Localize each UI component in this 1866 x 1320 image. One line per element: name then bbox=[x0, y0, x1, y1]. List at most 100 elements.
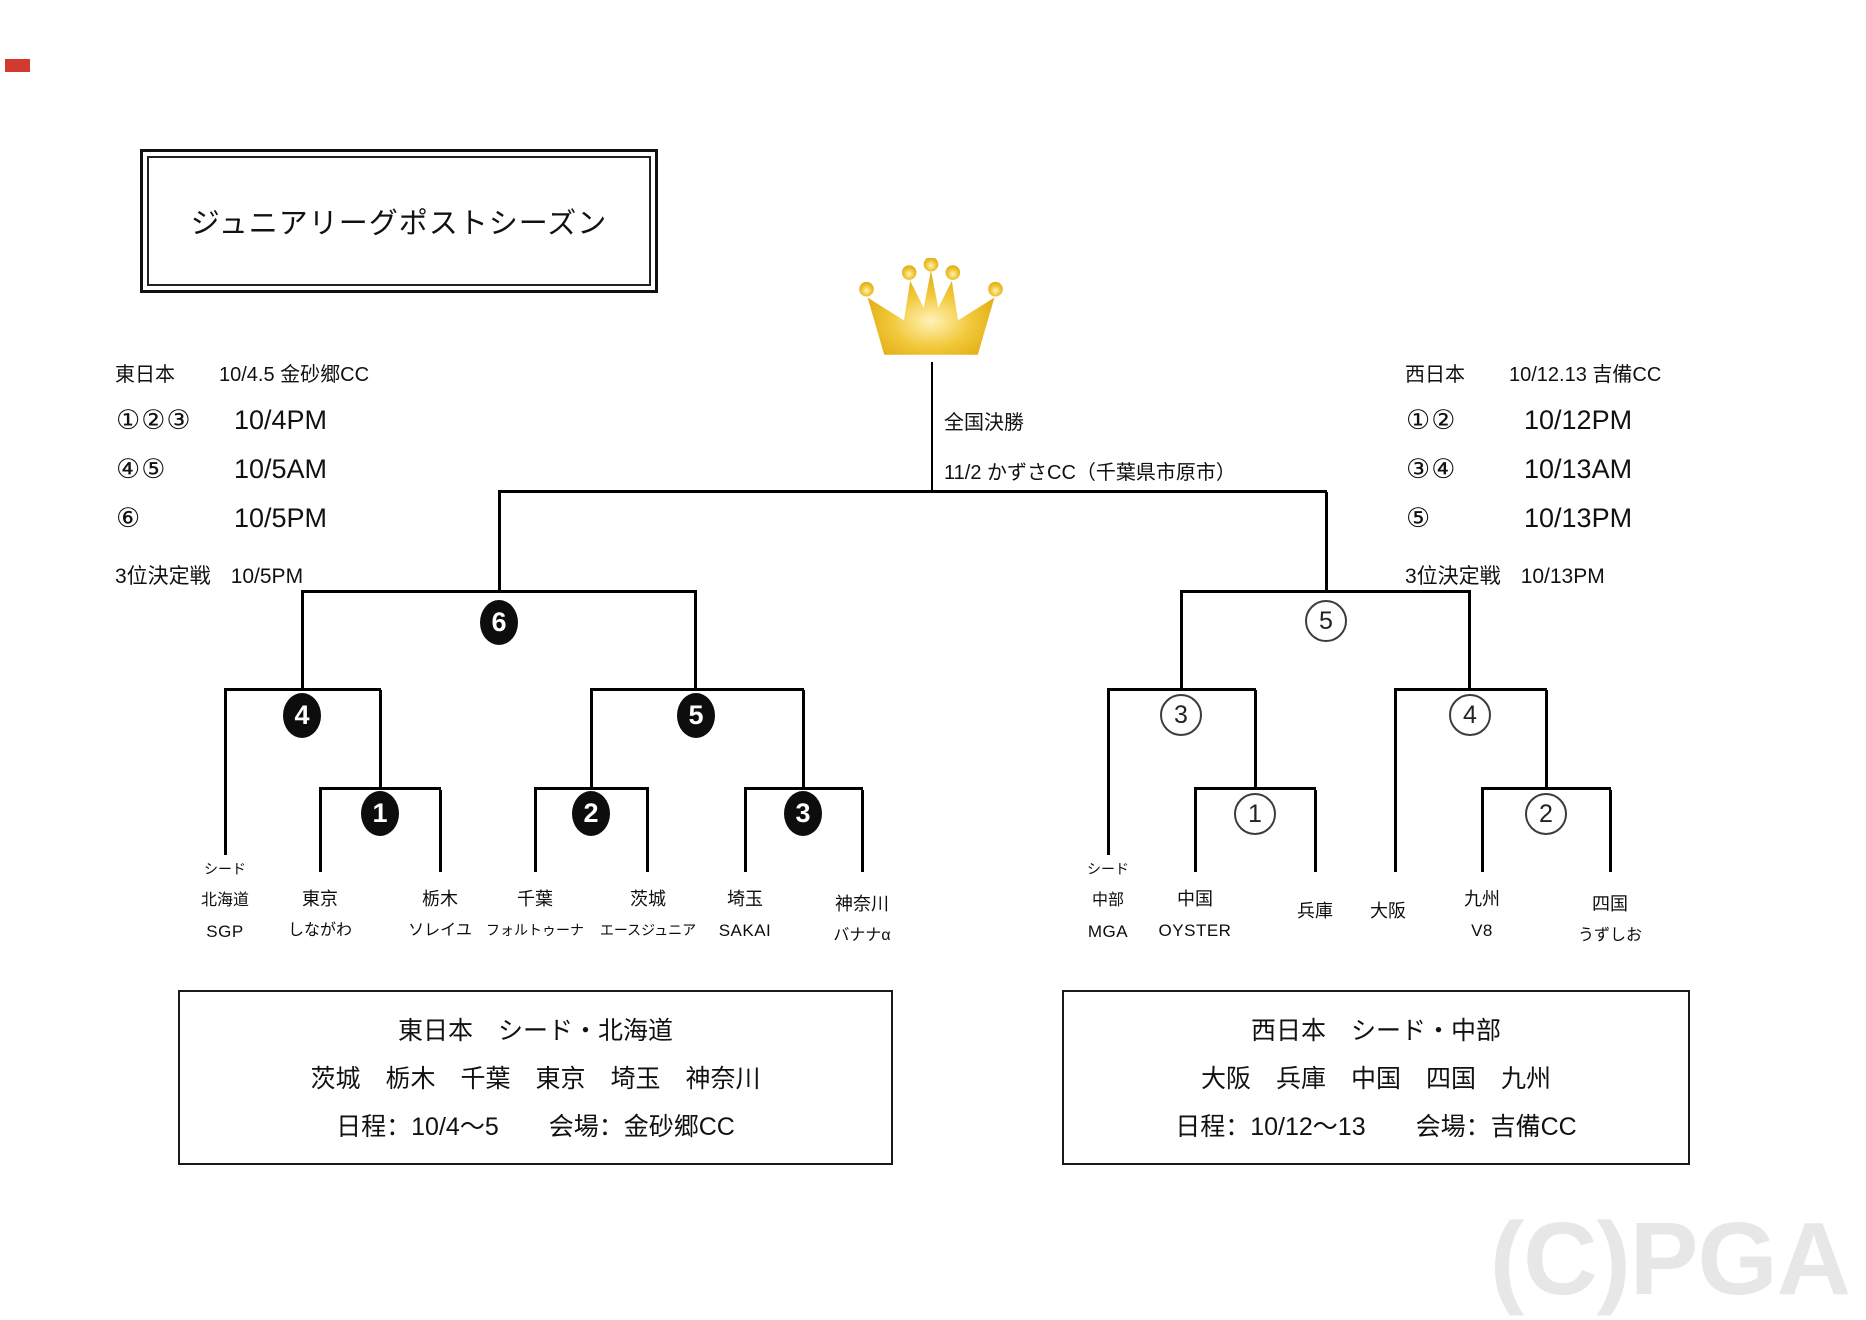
west-match-badge-2: 2 bbox=[1525, 793, 1567, 835]
east-match-badge-1: 1 bbox=[361, 791, 399, 836]
match-time: 10/4PM bbox=[234, 405, 328, 435]
east-info-line2: 茨城 栃木 千葉 東京 埼玉 神奈川 bbox=[310, 1065, 761, 1093]
east-header: 東日本 10/4.5 金砂郷CC bbox=[115, 358, 369, 387]
team-west-shikoku: 四国 うずしお bbox=[1535, 889, 1685, 951]
third-place-label: 3位決定戦 bbox=[1405, 565, 1501, 588]
west-match-badge-5: 5 bbox=[1305, 600, 1347, 642]
west-venue: 10/12.13 吉備CC bbox=[1509, 364, 1662, 386]
final-detail: 11/2 かずさCC（千葉県市原市） bbox=[944, 462, 1236, 484]
west-header: 西日本 10/12.13 吉備CC bbox=[1405, 358, 1661, 387]
west-schedule-row: ①② 10/12PM bbox=[1406, 405, 1632, 436]
east-semi-line bbox=[301, 590, 697, 593]
east-team-drop bbox=[744, 790, 747, 872]
east-info-line1: 東日本 シード・北海道 bbox=[397, 1017, 673, 1045]
west-m2-stem bbox=[1545, 690, 1548, 790]
team-line: 東京 bbox=[302, 889, 338, 909]
east-schedule-row: ④⑤ 10/5AM bbox=[116, 454, 327, 485]
east-match-badge-4: 4 bbox=[283, 693, 321, 738]
team-line: 中国 bbox=[1177, 889, 1213, 909]
team-line: 茨城 bbox=[630, 889, 666, 909]
west-team-drop bbox=[1481, 790, 1484, 872]
match-numbers: ④⑤ bbox=[116, 454, 167, 484]
west-seed-line bbox=[1107, 690, 1110, 855]
final-note: 全国決勝 11/2 かずさCC（千葉県市原市） bbox=[944, 398, 1236, 498]
west-third-place: 3位決定戦 10/13PM bbox=[1405, 560, 1605, 590]
match-numbers: ③④ bbox=[1406, 454, 1457, 484]
team-line: シード bbox=[204, 861, 246, 877]
east-m3-line bbox=[744, 787, 863, 790]
match-numbers: ①② bbox=[1406, 405, 1457, 435]
east-m3-stem bbox=[802, 690, 805, 790]
west-q1-stem bbox=[1180, 592, 1183, 690]
east-team-drop bbox=[439, 790, 442, 872]
west-match-badge-4: 4 bbox=[1449, 694, 1491, 736]
west-semi-line bbox=[1180, 590, 1471, 593]
east-schedule-row: ①②③ 10/4PM bbox=[116, 405, 327, 436]
west-q2-stem bbox=[1468, 592, 1471, 690]
west-team-drop bbox=[1609, 790, 1612, 872]
team-line: MGA bbox=[1087, 922, 1129, 941]
east-region-label: 東日本 bbox=[115, 364, 175, 386]
final-title: 全国決勝 bbox=[944, 412, 1024, 434]
team-west-osaka: 大阪 bbox=[1313, 896, 1463, 927]
team-line: 中部 bbox=[1091, 892, 1124, 909]
match-time: 10/12PM bbox=[1524, 405, 1633, 435]
west-info-line2: 大阪 兵庫 中国 四国 九州 bbox=[1200, 1065, 1551, 1093]
east-venue: 10/4.5 金砂郷CC bbox=[219, 364, 370, 386]
west-schedule-row: ⑤ 10/13PM bbox=[1406, 503, 1632, 534]
match-time: 10/13AM bbox=[1524, 454, 1633, 484]
west-m1-line bbox=[1194, 787, 1316, 790]
page-title: ジュニアリーグポストシーズン bbox=[190, 208, 608, 240]
team-line: OYSTER bbox=[1158, 921, 1232, 940]
team-line: 埼玉 bbox=[727, 889, 763, 909]
east-semi-stem bbox=[498, 492, 501, 592]
match-numbers: ⑤ bbox=[1406, 503, 1432, 533]
team-east-tochigi: 栃木 ソレイユ bbox=[365, 884, 515, 946]
team-line: 兵庫 bbox=[1297, 901, 1333, 921]
title-box-inner: ジュニアリーグポストシーズン bbox=[147, 156, 651, 286]
match-numbers: ①②③ bbox=[116, 405, 192, 435]
team-line: フォルトゥーナ bbox=[486, 922, 584, 938]
west-m1-stem bbox=[1254, 690, 1257, 790]
crown-icon bbox=[859, 258, 1003, 355]
west-region-label: 西日本 bbox=[1405, 364, 1465, 386]
team-line: 九州 bbox=[1464, 889, 1500, 909]
east-team-drop bbox=[534, 790, 537, 872]
team-line: バナナα bbox=[833, 927, 891, 944]
west-match-badge-3: 3 bbox=[1160, 694, 1202, 736]
east-m2-line bbox=[534, 787, 649, 790]
team-line: ソレイユ bbox=[408, 922, 472, 939]
east-m1-line bbox=[319, 787, 441, 790]
team-west-chugoku: 中国 OYSTER bbox=[1120, 884, 1270, 946]
third-place-time: 10/13PM bbox=[1520, 565, 1605, 588]
east-match-badge-6: 6 bbox=[480, 600, 518, 645]
east-team-drop bbox=[319, 790, 322, 872]
third-place-label: 3位決定戦 bbox=[115, 565, 211, 588]
match-numbers: ⑥ bbox=[116, 503, 142, 533]
west-info-line3: 日程：10/12～13 会場：吉備CC bbox=[1175, 1113, 1577, 1141]
team-line: 大阪 bbox=[1370, 901, 1406, 921]
match-time: 10/5AM bbox=[234, 454, 328, 484]
east-team-drop bbox=[646, 790, 649, 872]
east-info-line3: 日程：10/4～5 会場：金砂郷CC bbox=[336, 1113, 735, 1141]
east-schedule-row: ⑥ 10/5PM bbox=[116, 503, 327, 534]
team-line: V8 bbox=[1471, 921, 1493, 940]
west-semi-stem bbox=[1325, 492, 1328, 592]
west-team-drop bbox=[1314, 790, 1317, 872]
west-q2-line bbox=[1394, 688, 1547, 691]
team-line: 栃木 bbox=[422, 889, 458, 909]
east-match-badge-5: 5 bbox=[677, 693, 715, 738]
east-team-drop bbox=[861, 790, 864, 872]
west-schedule-row: ③④ 10/13AM bbox=[1406, 454, 1632, 485]
east-q1-stem bbox=[301, 592, 304, 690]
team-line: SGP bbox=[206, 922, 244, 941]
west-info-line1: 西日本 シード・中部 bbox=[1250, 1017, 1501, 1045]
west-match-badge-1: 1 bbox=[1234, 793, 1276, 835]
team-east-chiba: 千葉 フォルトゥーナ bbox=[460, 884, 610, 946]
east-match-badge-2: 2 bbox=[572, 791, 610, 836]
east-q1-line bbox=[224, 688, 381, 691]
east-match-badge-3: 3 bbox=[784, 791, 822, 836]
east-q2-line bbox=[590, 688, 804, 691]
